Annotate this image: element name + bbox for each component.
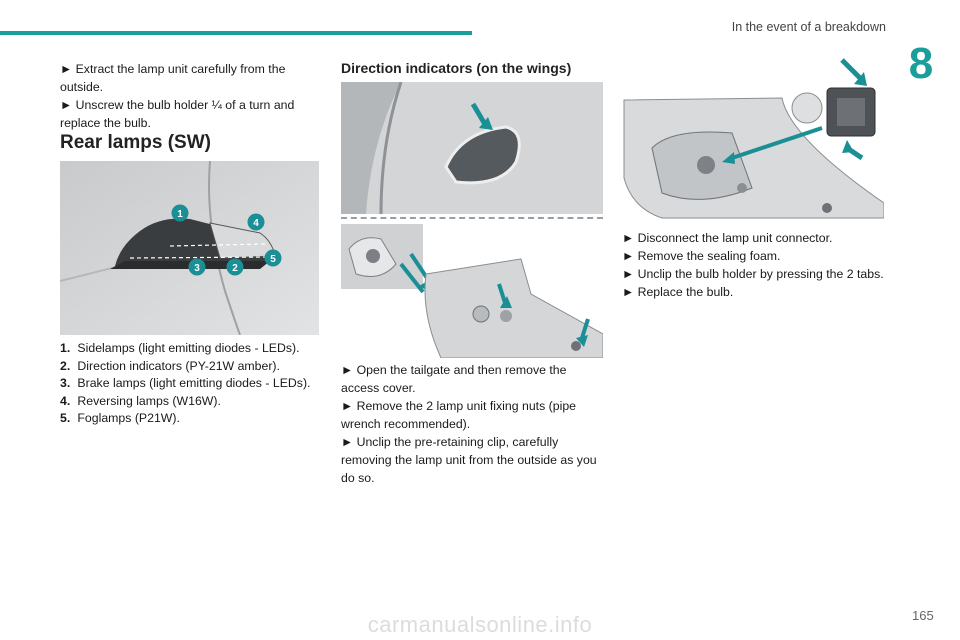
step-text: ► Unscrew the bulb holder ¼ of a turn an…: [60, 98, 295, 130]
legend-item: 4. Reversing lamps (W16W).: [60, 393, 330, 411]
indicator-steps: ► Open the tailgate and then remove the …: [341, 361, 603, 487]
callout-marker: [171, 204, 189, 222]
section-title: In the event of a breakdown: [731, 20, 886, 34]
bulb-legend: 1. Sidelamps (light emitting diodes - LE…: [60, 340, 330, 428]
divider: [341, 217, 603, 219]
step-text: ► Open the tailgate and then remove the …: [341, 363, 567, 395]
legend-item: 1. Sidelamps (light emitting diodes - LE…: [60, 340, 330, 358]
callout-marker: [247, 213, 265, 231]
watermark: carmanualsonline.info: [367, 612, 593, 637]
callout-label: 4: [253, 218, 259, 229]
callout-label: 5: [270, 254, 276, 265]
legend-text: Direction indicators (PY-21W amber).: [77, 358, 280, 373]
legend-text: Foglamps (P21W).: [77, 411, 180, 425]
callout-marker: [188, 258, 206, 276]
legend-number: 5.: [60, 411, 71, 425]
legend-number: 3.: [60, 376, 71, 390]
callout-label: 2: [232, 263, 238, 274]
bulb-holder-illustration: [622, 58, 884, 223]
step-text: ► Replace the bulb.: [622, 285, 734, 299]
header-accent-bar: [0, 31, 472, 35]
legend-number: 4.: [60, 393, 71, 408]
chapter-number: 8: [908, 39, 934, 88]
callout-marker: [226, 258, 244, 276]
lamp-removal-illustration: [341, 224, 603, 358]
bulb-steps: ► Disconnect the lamp unit connector. ► …: [622, 229, 902, 301]
callout-marker: [264, 249, 282, 267]
legend-number: 2.: [60, 358, 71, 373]
step-text: ► Remove the sealing foam.: [622, 249, 781, 263]
rear-lamps-illustration: 1 2 3 4 5: [60, 161, 319, 335]
legend-text: Reversing lamps (W16W).: [77, 393, 221, 408]
tailgate-access-cover-illustration: [341, 82, 603, 214]
heading-direction-indicators: Direction indicators (on the wings): [341, 60, 572, 76]
legend-item: 5. Foglamps (P21W).: [60, 410, 330, 428]
legend-item: 3. Brake lamps (light emitting diodes - …: [60, 375, 330, 393]
page-number: 165: [912, 608, 934, 623]
legend-number: 1.: [60, 341, 71, 355]
legend-text: Brake lamps (light emitting diodes - LED…: [77, 376, 311, 390]
callout-label: 1: [177, 209, 183, 220]
step-text: ► Unclip the pre-retaining clip, careful…: [341, 435, 597, 485]
callout-label: 3: [194, 263, 200, 274]
intro-steps: ► Extract the lamp unit carefully from t…: [60, 60, 320, 132]
step-text: ► Disconnect the lamp unit connector.: [622, 231, 833, 245]
step-text: ► Extract the lamp unit carefully from t…: [60, 62, 286, 94]
step-text: ► Unclip the bulb holder by pressing the…: [622, 267, 884, 281]
legend-item: 2. Direction indicators (PY-21W amber).: [60, 358, 330, 376]
legend-text: Sidelamps (light emitting diodes - LEDs)…: [77, 341, 300, 355]
heading-rear-lamps: Rear lamps (SW): [60, 132, 211, 153]
step-text: ► Remove the 2 lamp unit fixing nuts (pi…: [341, 399, 576, 431]
